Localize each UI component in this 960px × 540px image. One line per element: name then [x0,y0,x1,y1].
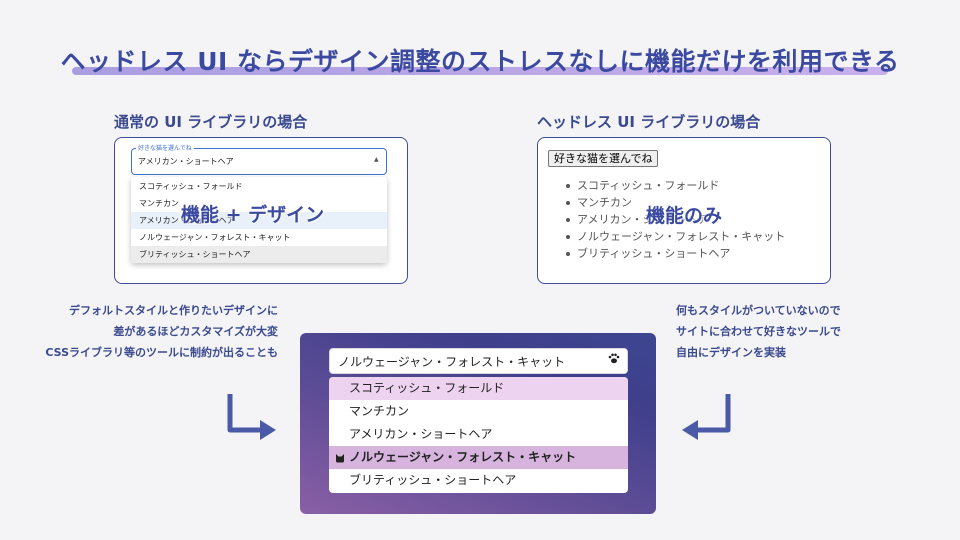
mui-select-field[interactable] [131,148,387,175]
headless-option[interactable]: ブリティッシュ・ショートヘア [349,473,517,487]
headless-option[interactable]: アメリカン・ショートヘア [349,427,493,441]
mui-option[interactable]: アメリカン・ショートヘア [131,212,387,229]
left-overlay-text: 機能 + デザイン [181,204,325,226]
title-underline [72,67,888,75]
right-heading: ヘッドレス UI ライブラリの場合 [537,113,761,131]
left-caption-line: デフォルトスタイルと作りたいデザインに [69,304,278,317]
mui-option[interactable]: ノルウェージャン・フォレスト・キャット [139,233,291,242]
left-caption: デフォルトスタイルと作りたいデザインに 差があるほどカスタマイズが大変 CSSラ… [20,300,278,363]
arrow-right-icon [227,394,276,440]
paw-icon [608,353,620,364]
headless-option[interactable]: マンチカン [349,404,410,418]
headless-select-button[interactable] [329,348,628,374]
headless-option-label: ノルウェージャン・フォレスト・キャット [349,450,577,464]
right-caption-line: 何もスタイルがついていないので [676,304,841,317]
left-caption-line: 差があるほどカスタマイズが大変 [113,325,278,338]
headless-option-selected[interactable]: ノルウェージャン・フォレスト・キャット [329,446,628,469]
native-option[interactable]: マンチカン [566,194,785,211]
headless-option[interactable]: スコティッシュ・フォールド [329,377,628,400]
mui-option[interactable]: ブリティッシュ・ショートヘア [131,246,387,263]
mui-option-list: スコティッシュ・フォールド マンチカン アメリカン・ショートヘア ノルウェージャ… [131,177,387,263]
mui-option[interactable]: スコティッシュ・フォールド [139,182,243,191]
right-demo-panel [537,137,831,284]
native-option[interactable]: アメリカン・ショートヘア [566,211,785,228]
right-caption-line: サイトに合わせて好きなツールで [676,325,841,338]
page-title: ヘッドレス UI ならデザイン調整のストレスなしに機能だけを利用できる [60,47,900,76]
right-caption: 何もスタイルがついていないので サイトに合わせて好きなツールで 自由にデザインを… [676,300,956,363]
left-heading: 通常の UI ライブラリの場合 [114,113,308,131]
mui-select-value: アメリカン・ショートヘア [138,157,234,166]
native-option-list: スコティッシュ・フォールド マンチカン アメリカン・ショートヘア ノルウェージャ… [566,177,785,262]
right-overlay-text: 機能のみ [646,205,723,227]
native-option[interactable]: ブリティッシュ・ショートヘア [566,245,785,262]
native-option[interactable]: ノルウェージャン・フォレスト・キャット [566,228,785,245]
mui-field-label: 好きな猫を選んでね [136,143,194,152]
headless-option-list: スコティッシュ・フォールド マンチカン アメリカン・ショートヘア ノルウェージャ… [329,377,628,493]
left-caption-line: CSSライブラリ等のツールに制約が出ることも [45,346,278,359]
headless-select-value: ノルウェージャン・フォレスト・キャット [338,355,566,369]
cat-icon [336,454,344,463]
arrow-left-icon [682,394,731,440]
mui-option[interactable]: マンチカン [139,199,179,208]
native-option[interactable]: スコティッシュ・フォールド [566,177,785,194]
right-caption-line: 自由にデザインを実装 [676,346,786,359]
native-select-button[interactable]: 好きな猫を選んでね [548,150,659,167]
caret-up-icon: ▲ [374,156,379,163]
